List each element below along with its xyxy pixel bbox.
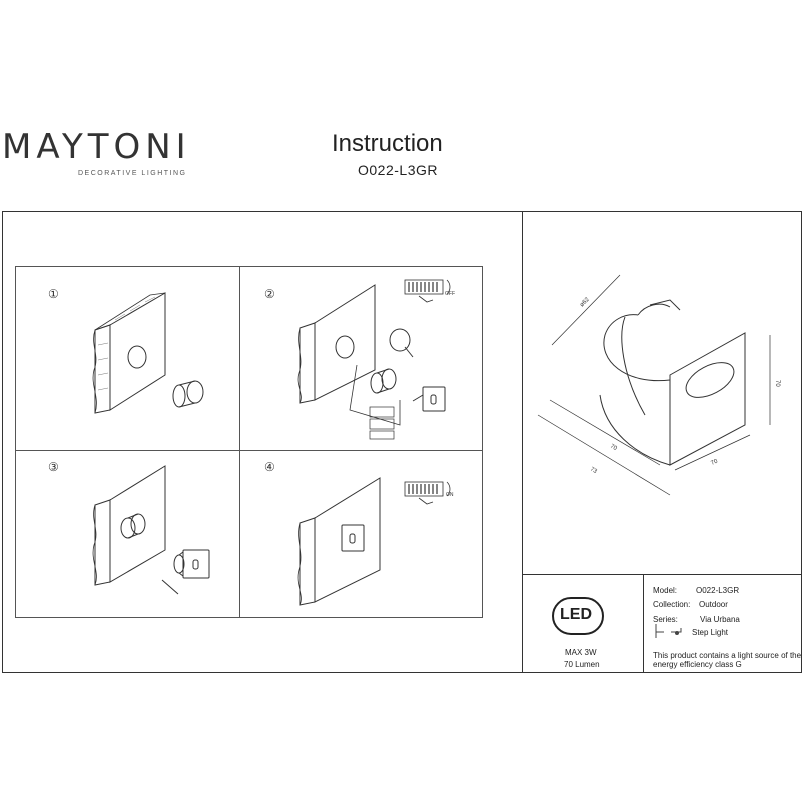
led-lumen: 70 Lumen bbox=[564, 660, 600, 669]
divider bbox=[522, 574, 802, 575]
led-logo: LED bbox=[560, 606, 592, 623]
step-number: ② bbox=[264, 287, 275, 301]
steps-grid bbox=[15, 266, 483, 618]
energy-text-2: energy efficiency class G bbox=[653, 660, 742, 669]
instruction-frame bbox=[2, 211, 802, 673]
step-light-icon bbox=[655, 624, 682, 638]
step3-illustration bbox=[92, 465, 210, 595]
step4-illustration bbox=[297, 477, 451, 606]
step2-illustration bbox=[297, 279, 451, 440]
spec-collection-value: Outdoor bbox=[699, 600, 728, 609]
divider bbox=[522, 211, 523, 673]
energy-text-1: This product contains a light source of … bbox=[653, 651, 802, 660]
divider bbox=[643, 574, 644, 673]
brand-subtitle: DECORATIVE LIGHTING bbox=[78, 170, 187, 177]
model-heading: O022-L3GR bbox=[358, 162, 438, 178]
led-badge bbox=[552, 597, 604, 635]
divider bbox=[239, 266, 240, 618]
switch-on-label: ON bbox=[446, 492, 454, 498]
step-number: ① bbox=[48, 287, 59, 301]
led-power: MAX 3W bbox=[565, 648, 597, 657]
step1-illustration bbox=[92, 292, 204, 414]
dim-height: 70 bbox=[774, 380, 780, 387]
spec-series-value: Via Urbana bbox=[700, 615, 740, 624]
page-title: Instruction bbox=[332, 130, 443, 157]
spec-collection-label: Collection: bbox=[653, 600, 691, 609]
switch-off-label: OFF bbox=[445, 291, 455, 297]
spec-series-label: Series: bbox=[653, 615, 678, 624]
dim-depth: 70 bbox=[710, 458, 719, 467]
divider bbox=[15, 450, 483, 451]
spec-model-label: Model: bbox=[653, 586, 678, 595]
spec-model-value: O022-L3GR bbox=[696, 586, 740, 595]
spec-type-value: Step Light bbox=[692, 628, 729, 637]
dimension-drawing: ø62 70 70 73 70 bbox=[537, 274, 780, 496]
dim-width-front: 70 bbox=[609, 444, 618, 453]
dim-total: 73 bbox=[589, 467, 598, 476]
step-number: ④ bbox=[264, 460, 275, 474]
brand-logo: MAYTONI bbox=[2, 127, 191, 167]
step-number: ③ bbox=[48, 460, 59, 474]
